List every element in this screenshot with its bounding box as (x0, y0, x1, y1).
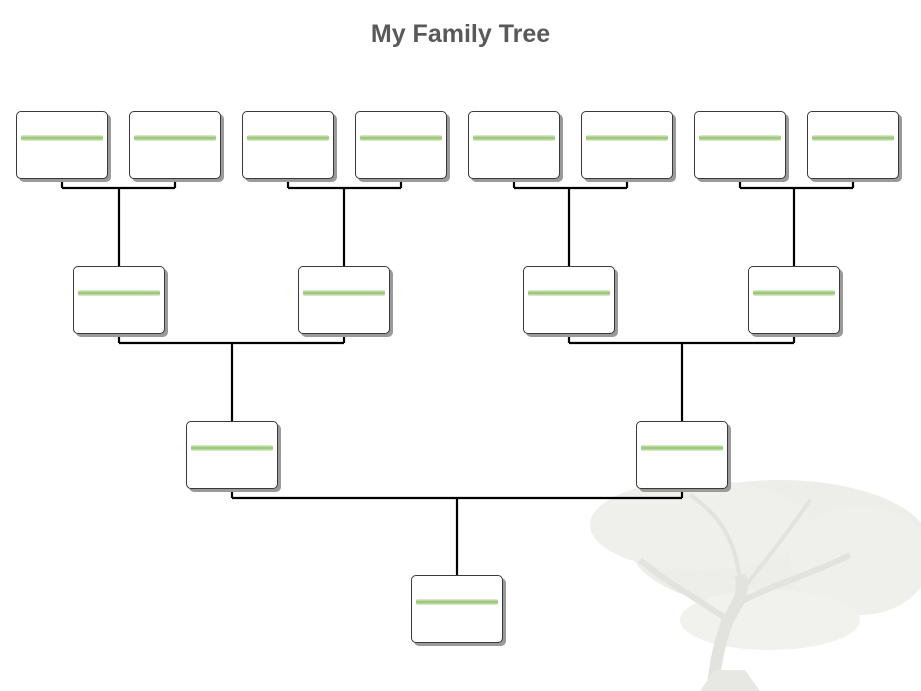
great-grandparents-box[interactable] (807, 111, 899, 179)
name-line (191, 445, 273, 451)
self-box[interactable] (411, 575, 503, 643)
name-line (473, 135, 555, 141)
name-line (416, 599, 498, 605)
name-line (360, 135, 442, 141)
great-grandparents-box[interactable] (581, 111, 673, 179)
name-line (753, 290, 835, 296)
name-line (21, 135, 103, 141)
tree-watermark-icon (590, 480, 921, 691)
name-line (303, 290, 385, 296)
parents-box[interactable] (186, 421, 278, 489)
name-line (247, 135, 329, 141)
great-grandparents-box[interactable] (468, 111, 560, 179)
great-grandparents-box[interactable] (16, 111, 108, 179)
name-line (812, 135, 894, 141)
great-grandparents-box[interactable] (242, 111, 334, 179)
parents-box[interactable] (636, 421, 728, 489)
name-line (528, 290, 610, 296)
great-grandparents-box[interactable] (355, 111, 447, 179)
grandparents-box[interactable] (523, 266, 615, 334)
grandparents-box[interactable] (73, 266, 165, 334)
name-line (78, 290, 160, 296)
name-line (134, 135, 216, 141)
name-line (586, 135, 668, 141)
name-line (641, 445, 723, 451)
page-title: My Family Tree (370, 20, 551, 48)
name-line (699, 135, 781, 141)
grandparents-box[interactable] (298, 266, 390, 334)
grandparents-box[interactable] (748, 266, 840, 334)
great-grandparents-box[interactable] (694, 111, 786, 179)
great-grandparents-box[interactable] (129, 111, 221, 179)
